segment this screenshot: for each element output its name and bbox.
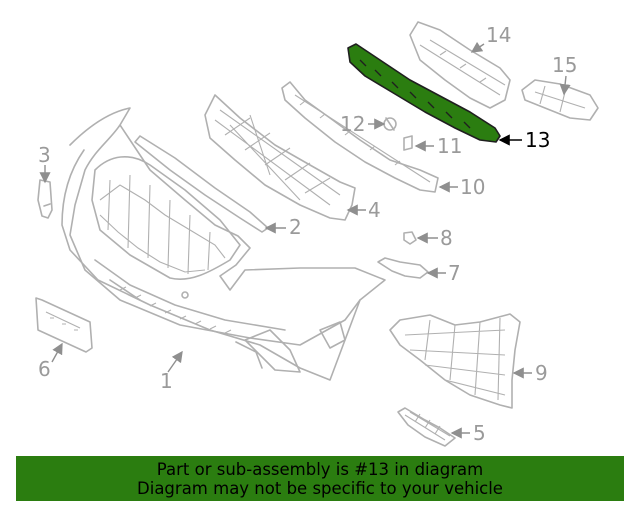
- side-support-part-15: [521, 79, 599, 121]
- callout-13: 13: [525, 128, 550, 152]
- callout-12: 12: [340, 112, 365, 136]
- callout-3: 3: [38, 143, 51, 167]
- bumper-cover-part: [61, 107, 386, 381]
- banner-line-2: Diagram may not be specific to your vehi…: [137, 478, 503, 498]
- parts-diagram: 1 2 3 4 5 6 7 8 9 10 11 12 13 14 15: [35, 21, 599, 447]
- clip-11-part: [403, 135, 413, 151]
- callout-7: 7: [448, 261, 461, 285]
- callout-11: 11: [437, 134, 462, 158]
- lower-vent-grille-part: [397, 407, 456, 447]
- info-banner: Part or sub-assembly is #13 in diagram D…: [16, 456, 624, 501]
- license-plate-bracket-part: [35, 297, 93, 353]
- callout-2: 2: [289, 215, 302, 239]
- callout-9: 9: [535, 361, 548, 385]
- upper-support-part-14: [409, 21, 511, 109]
- callout-8: 8: [440, 226, 453, 250]
- side-grille-part: [389, 313, 521, 409]
- banner-line-1: Part or sub-assembly is #13 in diagram: [156, 459, 484, 479]
- grille-trim-strip-part: [134, 135, 269, 233]
- callout-4: 4: [368, 198, 381, 222]
- callout-5: 5: [473, 421, 486, 445]
- callout-1: 1: [160, 369, 173, 393]
- highlighted-part-13: [347, 43, 501, 143]
- callout-6: 6: [38, 357, 51, 381]
- reinforcement-bracket-part: [281, 81, 439, 193]
- fastener-12-part: [383, 117, 397, 131]
- bracket-7-part: [377, 257, 429, 279]
- callout-10: 10: [460, 175, 485, 199]
- callout-15: 15: [552, 53, 577, 77]
- side-bracket-part: [37, 179, 53, 219]
- callout-14: 14: [486, 23, 511, 47]
- clip-8-part: [403, 231, 417, 245]
- lower-grille-part: [204, 94, 356, 221]
